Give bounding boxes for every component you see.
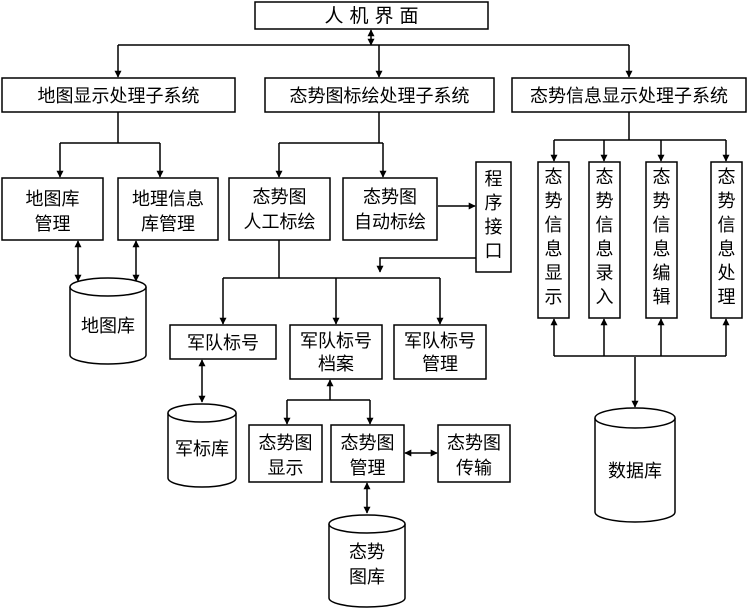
manual-plot-node: 态势图 人工标绘 xyxy=(228,177,331,241)
auto-plot-line1: 态势图 xyxy=(363,187,417,208)
situation-mgmt-node: 态势图 管理 xyxy=(330,424,405,483)
geo-info-mgmt-line1: 地理信息 xyxy=(132,189,204,210)
info-edit-node: 态 势 信 息 编 辑 xyxy=(645,161,678,319)
map-library-mgmt-line2: 管理 xyxy=(35,214,71,235)
info-display-char2: 势 xyxy=(545,191,563,212)
info-process-char4: 息 xyxy=(718,239,736,260)
info-display-char5: 显 xyxy=(545,263,563,284)
info-process-node: 态 势 信 息 处 理 xyxy=(710,161,743,319)
info-entry-char1: 态 xyxy=(596,167,614,188)
info-edit-char1: 态 xyxy=(653,167,671,188)
situation-display-line1: 态势图 xyxy=(259,433,313,454)
info-display-char1: 态 xyxy=(545,167,563,188)
army-symbol-label: 军队标号 xyxy=(187,333,259,354)
info-entry-char3: 信 xyxy=(596,215,614,236)
info-process-char1: 态 xyxy=(718,167,736,188)
info-process-char5: 处 xyxy=(718,263,736,284)
map-subsystem-label: 地图显示处理子系统 xyxy=(38,86,200,107)
auto-plot-node: 态势图 自动标绘 xyxy=(342,177,438,241)
plot-subsystem-node: 态势图标绘处理子系统 xyxy=(264,77,495,113)
army-symbol-mgmt-node: 军队标号 管理 xyxy=(393,324,487,380)
info-entry-char2: 势 xyxy=(596,191,614,212)
info-process-char3: 信 xyxy=(718,215,736,236)
info-entry-node: 态 势 信 息 录 入 xyxy=(588,161,621,319)
info-edit-char4: 息 xyxy=(653,239,671,260)
info-subsystem-node: 态势信息显示处理子系统 xyxy=(511,77,747,113)
program-interface-node: 程 序 接 口 xyxy=(475,161,512,273)
info-process-char6: 理 xyxy=(718,287,736,308)
info-subsystem-label: 态势信息显示处理子系统 xyxy=(530,86,728,107)
map-library-mgmt-node: 地图库 管理 xyxy=(1,177,104,241)
situation-map-database-line2: 图库 xyxy=(349,567,385,588)
manual-plot-line2: 人工标绘 xyxy=(244,212,316,233)
situation-display-node: 态势图 显示 xyxy=(248,424,323,483)
info-display-char3: 信 xyxy=(545,215,563,236)
map-database-label: 地图库 xyxy=(81,316,135,337)
info-edit-char2: 势 xyxy=(653,191,671,212)
map-database-cylinder: 地图库 xyxy=(69,277,147,365)
program-interface-char1: 程 xyxy=(485,169,503,190)
situation-transfer-line1: 态势图 xyxy=(447,433,501,454)
map-subsystem-node: 地图显示处理子系统 xyxy=(1,77,236,113)
manual-plot-line1: 态势图 xyxy=(253,187,307,208)
info-entry-char5: 录 xyxy=(596,263,614,284)
army-symbol-database-cylinder: 军标库 xyxy=(167,403,237,488)
army-symbol-mgmt-line2: 管理 xyxy=(422,354,458,375)
army-symbol-archive-node: 军队标号 档案 xyxy=(289,324,383,380)
hci-label: 人 机 界 面 xyxy=(324,5,418,27)
info-display-char6: 示 xyxy=(545,287,563,308)
situation-transfer-line2: 传输 xyxy=(456,458,492,479)
auto-plot-line2: 自动标绘 xyxy=(354,212,426,233)
army-symbol-archive-line2: 档案 xyxy=(318,354,354,375)
army-symbol-database-label: 军标库 xyxy=(175,439,229,460)
plot-subsystem-label: 态势图标绘处理子系统 xyxy=(290,86,470,107)
situation-mgmt-line2: 管理 xyxy=(350,458,386,479)
hci-node: 人 机 界 面 xyxy=(254,1,489,30)
map-library-mgmt-line1: 地图库 xyxy=(26,189,80,210)
info-entry-char6: 入 xyxy=(596,287,614,308)
situation-mgmt-line1: 态势图 xyxy=(341,433,395,454)
info-edit-char5: 编 xyxy=(653,263,671,284)
army-symbol-node: 军队标号 xyxy=(169,324,277,360)
situation-map-database-line1: 态势 xyxy=(349,542,385,563)
army-symbol-mgmt-line1: 军队标号 xyxy=(404,331,476,352)
data-database-cylinder: 数据库 xyxy=(594,407,676,523)
army-symbol-archive-line1: 军队标号 xyxy=(300,331,372,352)
geo-info-mgmt-node: 地理信息 库管理 xyxy=(117,177,219,241)
program-interface-char3: 接 xyxy=(485,217,503,238)
data-database-label: 数据库 xyxy=(608,461,662,482)
connector-lines xyxy=(56,29,730,514)
situation-map-database-cylinder: 态势 图库 xyxy=(328,514,406,608)
program-interface-char2: 序 xyxy=(485,193,503,214)
info-process-char2: 势 xyxy=(718,191,736,212)
program-interface-char4: 口 xyxy=(485,241,503,262)
info-display-node: 态 势 信 息 显 示 xyxy=(537,161,570,319)
situation-transfer-node: 态势图 传输 xyxy=(437,424,511,483)
situation-display-line2: 显示 xyxy=(268,458,304,479)
info-entry-char4: 息 xyxy=(596,239,614,260)
geo-info-mgmt-line2: 库管理 xyxy=(141,214,195,235)
info-edit-char3: 信 xyxy=(653,215,671,236)
info-edit-char6: 辑 xyxy=(653,287,671,308)
info-display-char4: 息 xyxy=(545,239,563,260)
